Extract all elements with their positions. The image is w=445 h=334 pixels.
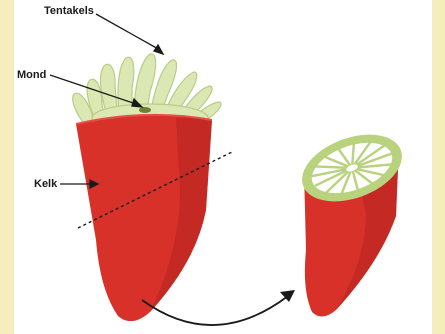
curved-arrow (142, 290, 295, 325)
label-mouth: Mond (17, 69, 46, 81)
intact-polyp (73, 54, 232, 321)
label-calyx: Kelk (34, 178, 57, 190)
label-tentacles: Tentakels (44, 5, 94, 17)
cut-polyp (293, 122, 411, 317)
mouth-opening (139, 107, 151, 113)
